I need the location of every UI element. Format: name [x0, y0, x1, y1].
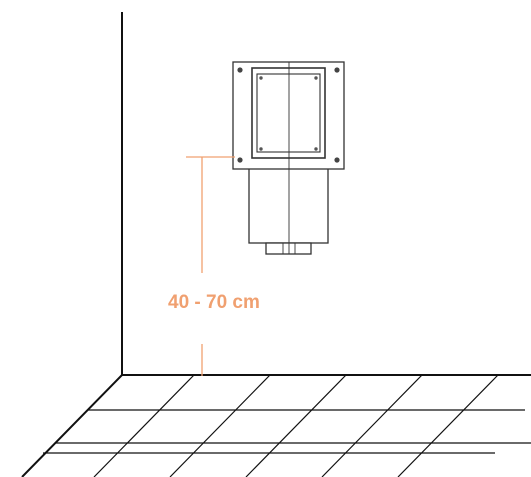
- floor-grid-line: [93, 374, 195, 477]
- device-outlet: [265, 242, 312, 255]
- device-window: [256, 73, 321, 153]
- frame-screw: [259, 147, 263, 151]
- mounting-screw: [334, 157, 340, 163]
- device-lower-body: [248, 167, 329, 244]
- height-dimension: [186, 156, 235, 376]
- room: [21, 12, 531, 477]
- floor-grid-line: [397, 374, 499, 477]
- wall-mounted-device: [232, 61, 345, 255]
- mounting-screw: [237, 157, 243, 163]
- floor-grid-line: [169, 374, 271, 477]
- mounting-screw: [237, 67, 243, 73]
- floor-tile-grid: [43, 374, 531, 477]
- frame-screw: [314, 76, 318, 80]
- mounting-screw: [334, 67, 340, 73]
- mounting-height-label: 40 - 70 cm: [168, 292, 260, 313]
- floor-grid-line: [245, 374, 347, 477]
- frame-screw: [259, 76, 263, 80]
- floor-left-edge: [21, 374, 123, 477]
- floor-grid-line: [321, 374, 423, 477]
- frame-screw: [314, 147, 318, 151]
